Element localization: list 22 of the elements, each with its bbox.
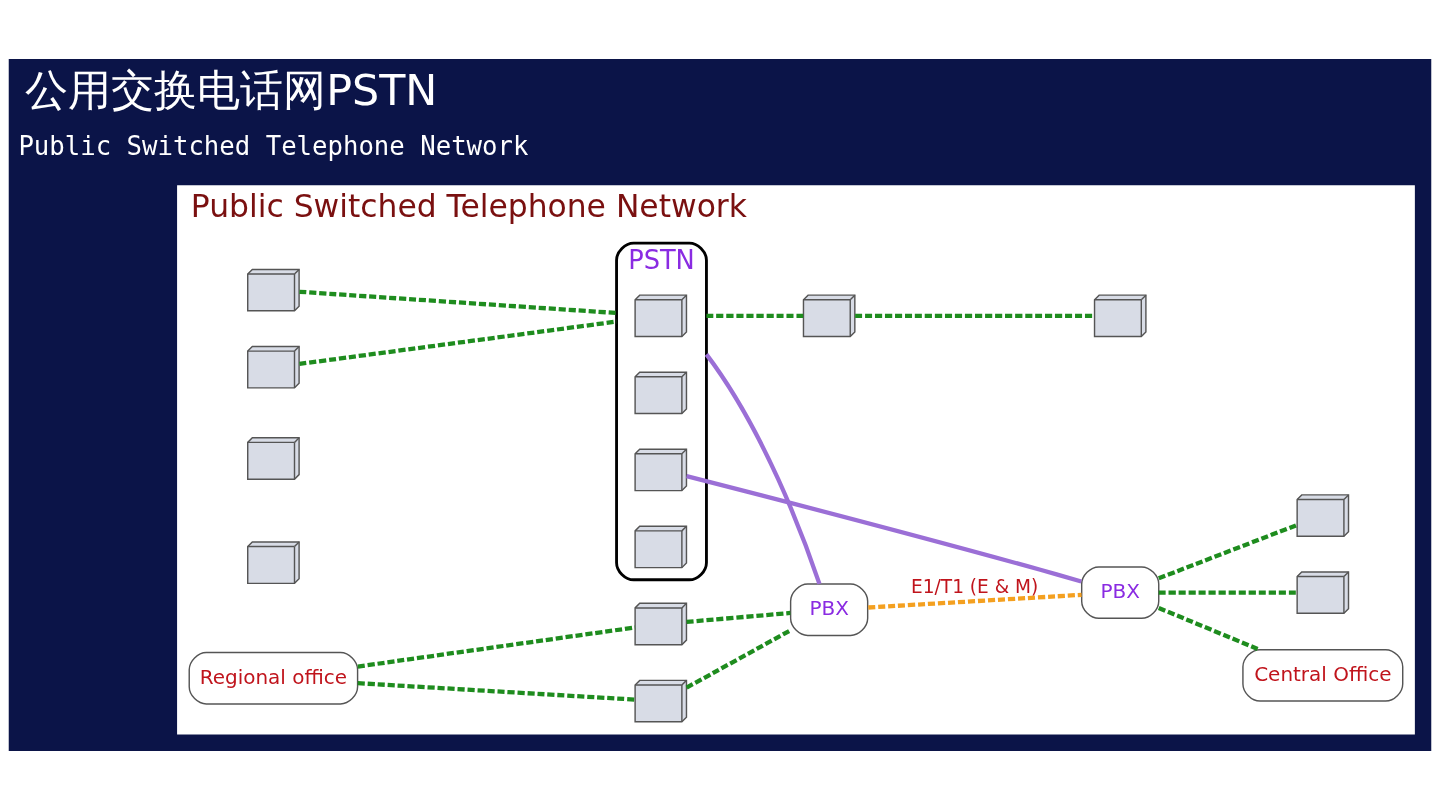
edge-label: E1/T1 (E & M) — [911, 576, 1039, 598]
node-box: Central Office — [1242, 649, 1404, 702]
connector — [357, 681, 636, 702]
label: Public Switched Telephone Network — [18, 131, 529, 162]
connector — [357, 625, 636, 669]
connector — [1157, 522, 1298, 581]
connector — [686, 610, 791, 625]
connector — [299, 319, 617, 366]
connector — [299, 289, 617, 316]
cluster: PSTN — [615, 241, 708, 582]
connector — [1158, 590, 1298, 595]
node-box: PBX — [1080, 566, 1160, 620]
connector — [706, 313, 804, 318]
node-box: Regional office — [188, 651, 359, 705]
connector — [686, 474, 1082, 584]
connector — [855, 313, 1095, 318]
node-box: PBX — [789, 583, 869, 637]
diagram-title: 公用交换电话网PSTN — [25, 64, 438, 115]
connector — [704, 353, 822, 585]
connector — [868, 592, 1082, 610]
connector — [685, 628, 792, 690]
connector — [1157, 606, 1261, 652]
